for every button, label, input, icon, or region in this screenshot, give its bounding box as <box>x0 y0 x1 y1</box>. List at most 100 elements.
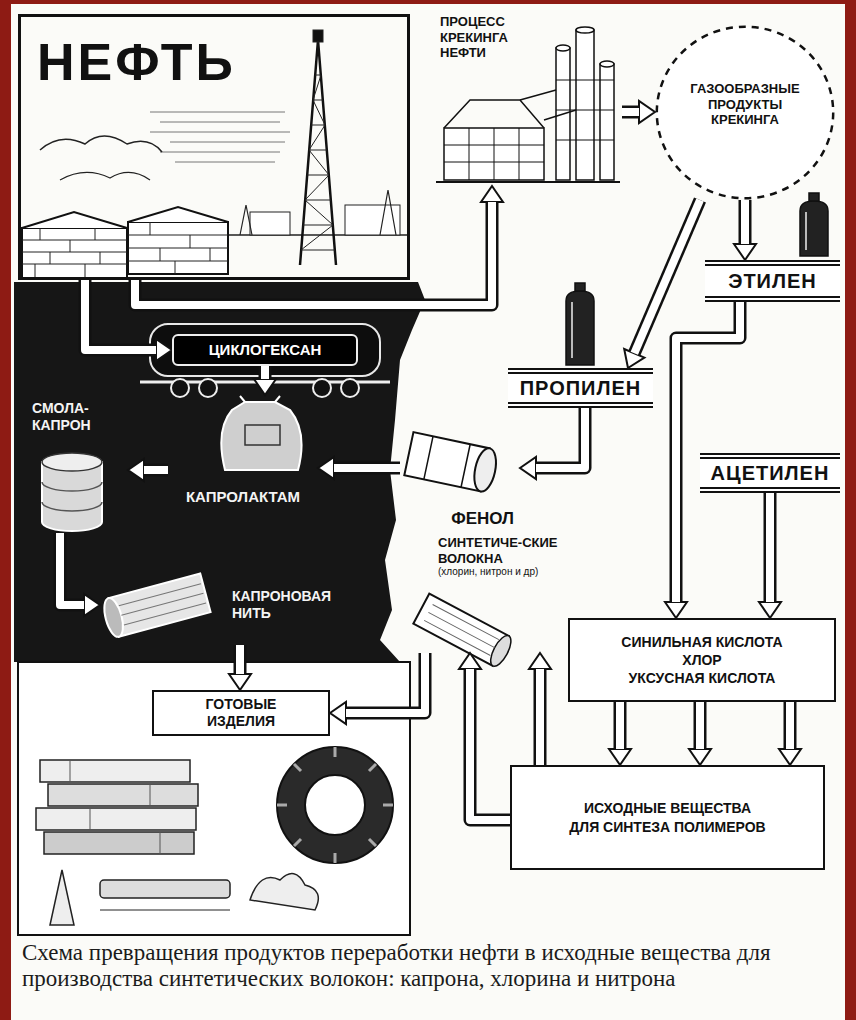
flow-arrow <box>236 645 244 674</box>
flow-arrow <box>536 408 585 468</box>
fiber-spool <box>487 633 515 670</box>
flow-arrow <box>676 302 740 602</box>
dark-ground <box>14 282 425 662</box>
flow-arrow <box>779 702 801 765</box>
cyclohexane-tag: ЦИКЛОГЕКСАН <box>172 334 358 366</box>
tank-car <box>313 379 331 397</box>
thread-roll <box>101 574 211 639</box>
flow-arrow <box>609 702 631 765</box>
flow-arrow <box>676 302 740 602</box>
flow-arrow <box>346 653 425 713</box>
finished-goods-panel <box>36 808 196 830</box>
phenol-barrel <box>424 436 470 487</box>
flow-arrow <box>622 101 655 123</box>
refinery-picture <box>556 80 614 140</box>
arrow-head <box>84 594 100 616</box>
finished-goods-box: ГОТОВЫЕ ИЗДЕЛИЯ <box>152 690 330 736</box>
flow-arrow <box>144 464 168 477</box>
gas-cylinder <box>566 291 594 365</box>
acetylene-band: АЦЕТИЛЕН <box>700 453 840 493</box>
finished-goods-panel <box>277 747 393 863</box>
finished-goods-panel <box>48 784 198 806</box>
flow-arrow <box>60 533 84 605</box>
arrow-head <box>254 379 276 395</box>
refinery-picture <box>576 27 594 33</box>
node-label: ПРОПИЛЕН <box>520 376 642 400</box>
resin-barrel <box>42 453 102 531</box>
thread-roll <box>101 596 127 639</box>
refinery-picture <box>600 64 614 180</box>
caprolactam-node: КАПРОЛАКТАМ <box>168 395 318 510</box>
flow-arrow <box>470 669 510 820</box>
node-label: ЦИКЛОГЕКСАН <box>209 341 322 359</box>
flow-arrow <box>459 653 510 820</box>
flow-arrow <box>234 645 247 674</box>
oil-field-picture <box>40 136 162 152</box>
phenol-barrel <box>471 446 500 493</box>
flow-arrow <box>764 493 777 602</box>
node-label: КАПРОЛАКТАМ <box>186 488 300 506</box>
flow-arrow <box>634 200 700 353</box>
flow-arrow <box>739 200 752 244</box>
flow-arrow <box>616 702 624 749</box>
flow-arrow <box>60 533 84 605</box>
gas-cylinder <box>571 302 573 358</box>
caprolactam-sack <box>221 396 301 470</box>
finished-goods-panel <box>40 760 190 782</box>
refinery-picture <box>436 181 620 183</box>
flow-arrow <box>689 702 711 765</box>
oil-field-picture <box>22 228 127 278</box>
flow-arrow <box>254 366 276 395</box>
arrow-head <box>229 674 251 690</box>
flow-arrow <box>529 653 551 765</box>
flow-arrow <box>696 702 704 749</box>
flow-arrow <box>128 459 168 481</box>
node-label: СИНИЛЬНАЯ КИСЛОТА <box>621 633 782 651</box>
flow-arrow <box>536 669 544 765</box>
refinery-picture <box>600 61 614 67</box>
finished-goods-panel <box>18 662 410 935</box>
node-label: АЦЕТИЛЕН <box>711 461 830 485</box>
flow-arrow <box>470 669 510 820</box>
oil-field-picture <box>301 75 335 250</box>
finished-goods-panel <box>100 880 230 898</box>
finished-goods-panel <box>18 662 410 935</box>
arrow-head <box>609 749 631 765</box>
flow-arrow <box>229 645 251 690</box>
oil-field-picture <box>301 75 333 250</box>
finished-goods-panel <box>100 910 230 911</box>
refinery-picture <box>576 30 594 180</box>
node-label: СМОЛА-КАПРОН <box>32 400 124 434</box>
refinery-picture <box>556 45 570 51</box>
flow-arrow <box>534 669 547 765</box>
refinery-picture <box>444 128 544 180</box>
flow-arrow <box>520 408 585 479</box>
flow-arrow <box>734 200 756 260</box>
finished-goods-panel <box>44 832 194 854</box>
flow-arrow <box>135 202 492 305</box>
caprolactam-sack <box>240 396 280 402</box>
node-label: ГОТОВЫЕ ИЗДЕЛИЯ <box>186 696 296 730</box>
arrow-head <box>520 457 536 479</box>
oil-field-picture <box>150 112 290 162</box>
flow-arrow <box>634 200 700 353</box>
arrow-head <box>481 186 503 202</box>
finished-goods-panel <box>305 775 365 835</box>
flow-arrow <box>330 653 425 724</box>
finished-goods-panel <box>277 747 393 863</box>
flow-arrow <box>614 702 627 749</box>
flow-arrow <box>784 702 797 749</box>
node-label: ПРОЦЕСС КРЕКИНГА НЕФТИ <box>440 14 540 61</box>
oil-field-picture <box>60 172 150 180</box>
flow-arrow <box>694 702 707 749</box>
cracking-node: ПРОЦЕСС КРЕКИНГА НЕФТИ <box>432 8 622 186</box>
arrow-head <box>156 339 172 361</box>
paper <box>11 4 845 1020</box>
gas-cylinder <box>800 201 828 256</box>
gas-products-circle: ГАЗООБРАЗНЫЕ ПРОДУКТЫ КРЕКИНГА <box>655 25 835 200</box>
tank-car <box>140 324 390 397</box>
arrow-head <box>529 653 551 669</box>
flow-arrow <box>741 200 749 244</box>
gas-cylinder <box>575 283 585 291</box>
